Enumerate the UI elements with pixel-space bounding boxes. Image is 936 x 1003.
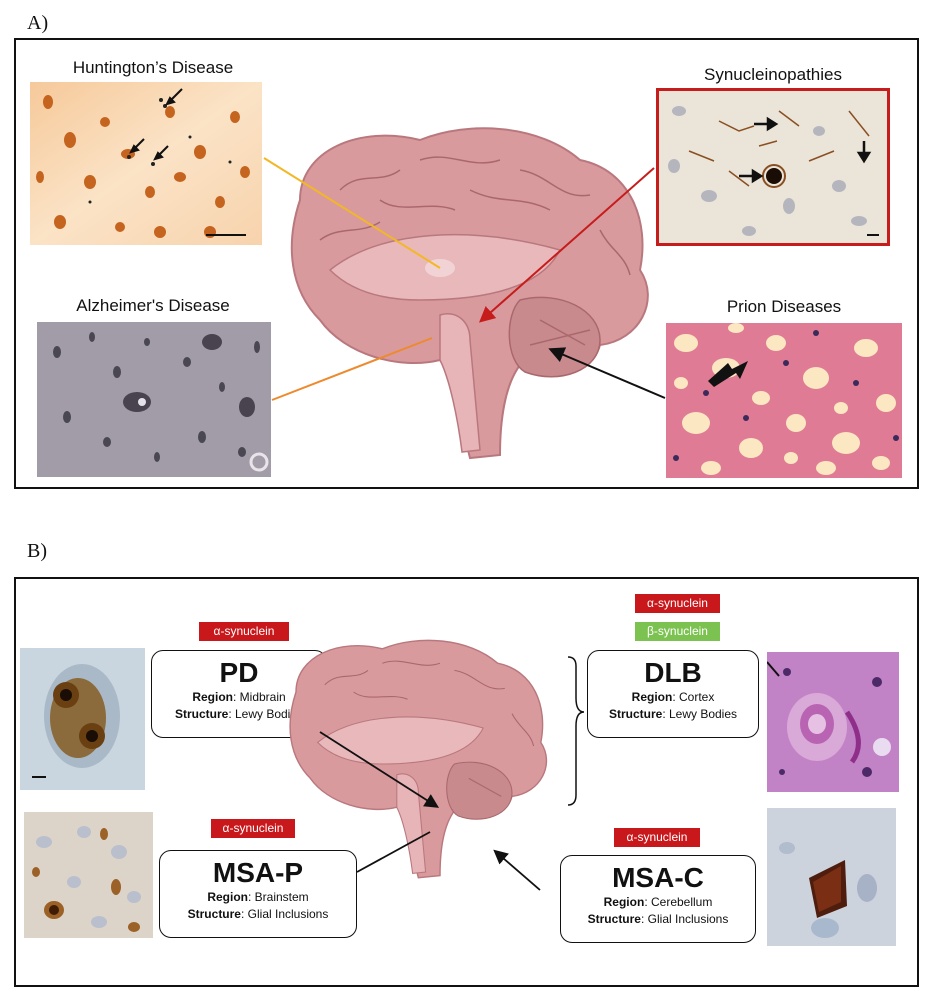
prion-title: Prion Diseases xyxy=(726,297,842,316)
msa-c-alpha-synuclein-tag: α-synuclein xyxy=(614,828,700,847)
pd-region: Region: Midbrain xyxy=(192,690,286,704)
msa-p-region: Region: Brainstem xyxy=(207,890,309,904)
prion-arrow xyxy=(548,347,666,399)
alzheimer-micrograph xyxy=(37,322,271,477)
msa-c-structure: Structure: Glial Inclusions xyxy=(587,912,729,926)
huntington-micrograph xyxy=(30,82,262,245)
panel-a-label: A) xyxy=(27,12,49,34)
pd-alpha-synuclein-tag: α-synuclein xyxy=(199,622,289,641)
huntington-title: Huntington’s Disease xyxy=(72,58,234,77)
brain-sagittal-b xyxy=(289,639,548,879)
msa-p-structure: Structure: Glial Inclusions xyxy=(187,907,329,921)
synucleinopathies-arrow xyxy=(479,167,655,323)
msa-p-micrograph xyxy=(24,812,153,938)
dlb-beta-synuclein-tag: β-synuclein xyxy=(635,622,720,641)
pd-abbreviation: PD xyxy=(219,657,259,688)
dlb-structure: Structure: Lewy Bodies xyxy=(608,707,738,721)
msa-p-alpha-synuclein-tag: α-synuclein xyxy=(211,819,295,838)
synucleinopathies-title: Synucleinopathies xyxy=(704,65,842,84)
alzheimer-title: Alzheimer's Disease xyxy=(76,296,230,315)
msa-c-abbreviation: MSA-C xyxy=(612,862,704,893)
panel-b-label: B) xyxy=(27,540,47,562)
msa-c-card: MSA-C Region: Cerebellum Structure: Glia… xyxy=(560,855,756,943)
prion-micrograph xyxy=(666,323,902,478)
dlb-card: DLB Region: Cortex Structure: Lewy Bodie… xyxy=(587,650,759,738)
alzheimer-arrow xyxy=(271,337,433,401)
pd-micrograph xyxy=(20,648,145,790)
dlb-alpha-synuclein-tag: α-synuclein xyxy=(635,594,720,613)
huntington-arrow xyxy=(263,157,441,269)
dlb-bracket xyxy=(567,656,585,806)
brain-sagittal-a xyxy=(290,127,649,460)
msa-p-arrow xyxy=(356,831,431,873)
msa-p-abbreviation: MSA-P xyxy=(212,857,304,888)
pd-structure: Structure: Lewy Bodies xyxy=(174,707,304,721)
synucleinopathies-micrograph xyxy=(656,88,890,246)
msa-c-micrograph xyxy=(767,808,896,946)
msa-c-region: Region: Cerebellum xyxy=(603,895,713,909)
dlb-region: Region: Cortex xyxy=(631,690,715,704)
dlb-micrograph xyxy=(767,652,899,792)
pd-arrow xyxy=(319,731,440,808)
dlb-abbreviation: DLB xyxy=(644,657,702,688)
msa-c-arrow xyxy=(493,849,541,891)
msa-p-card: MSA-P Region: Brainstem Structure: Glial… xyxy=(159,850,357,938)
